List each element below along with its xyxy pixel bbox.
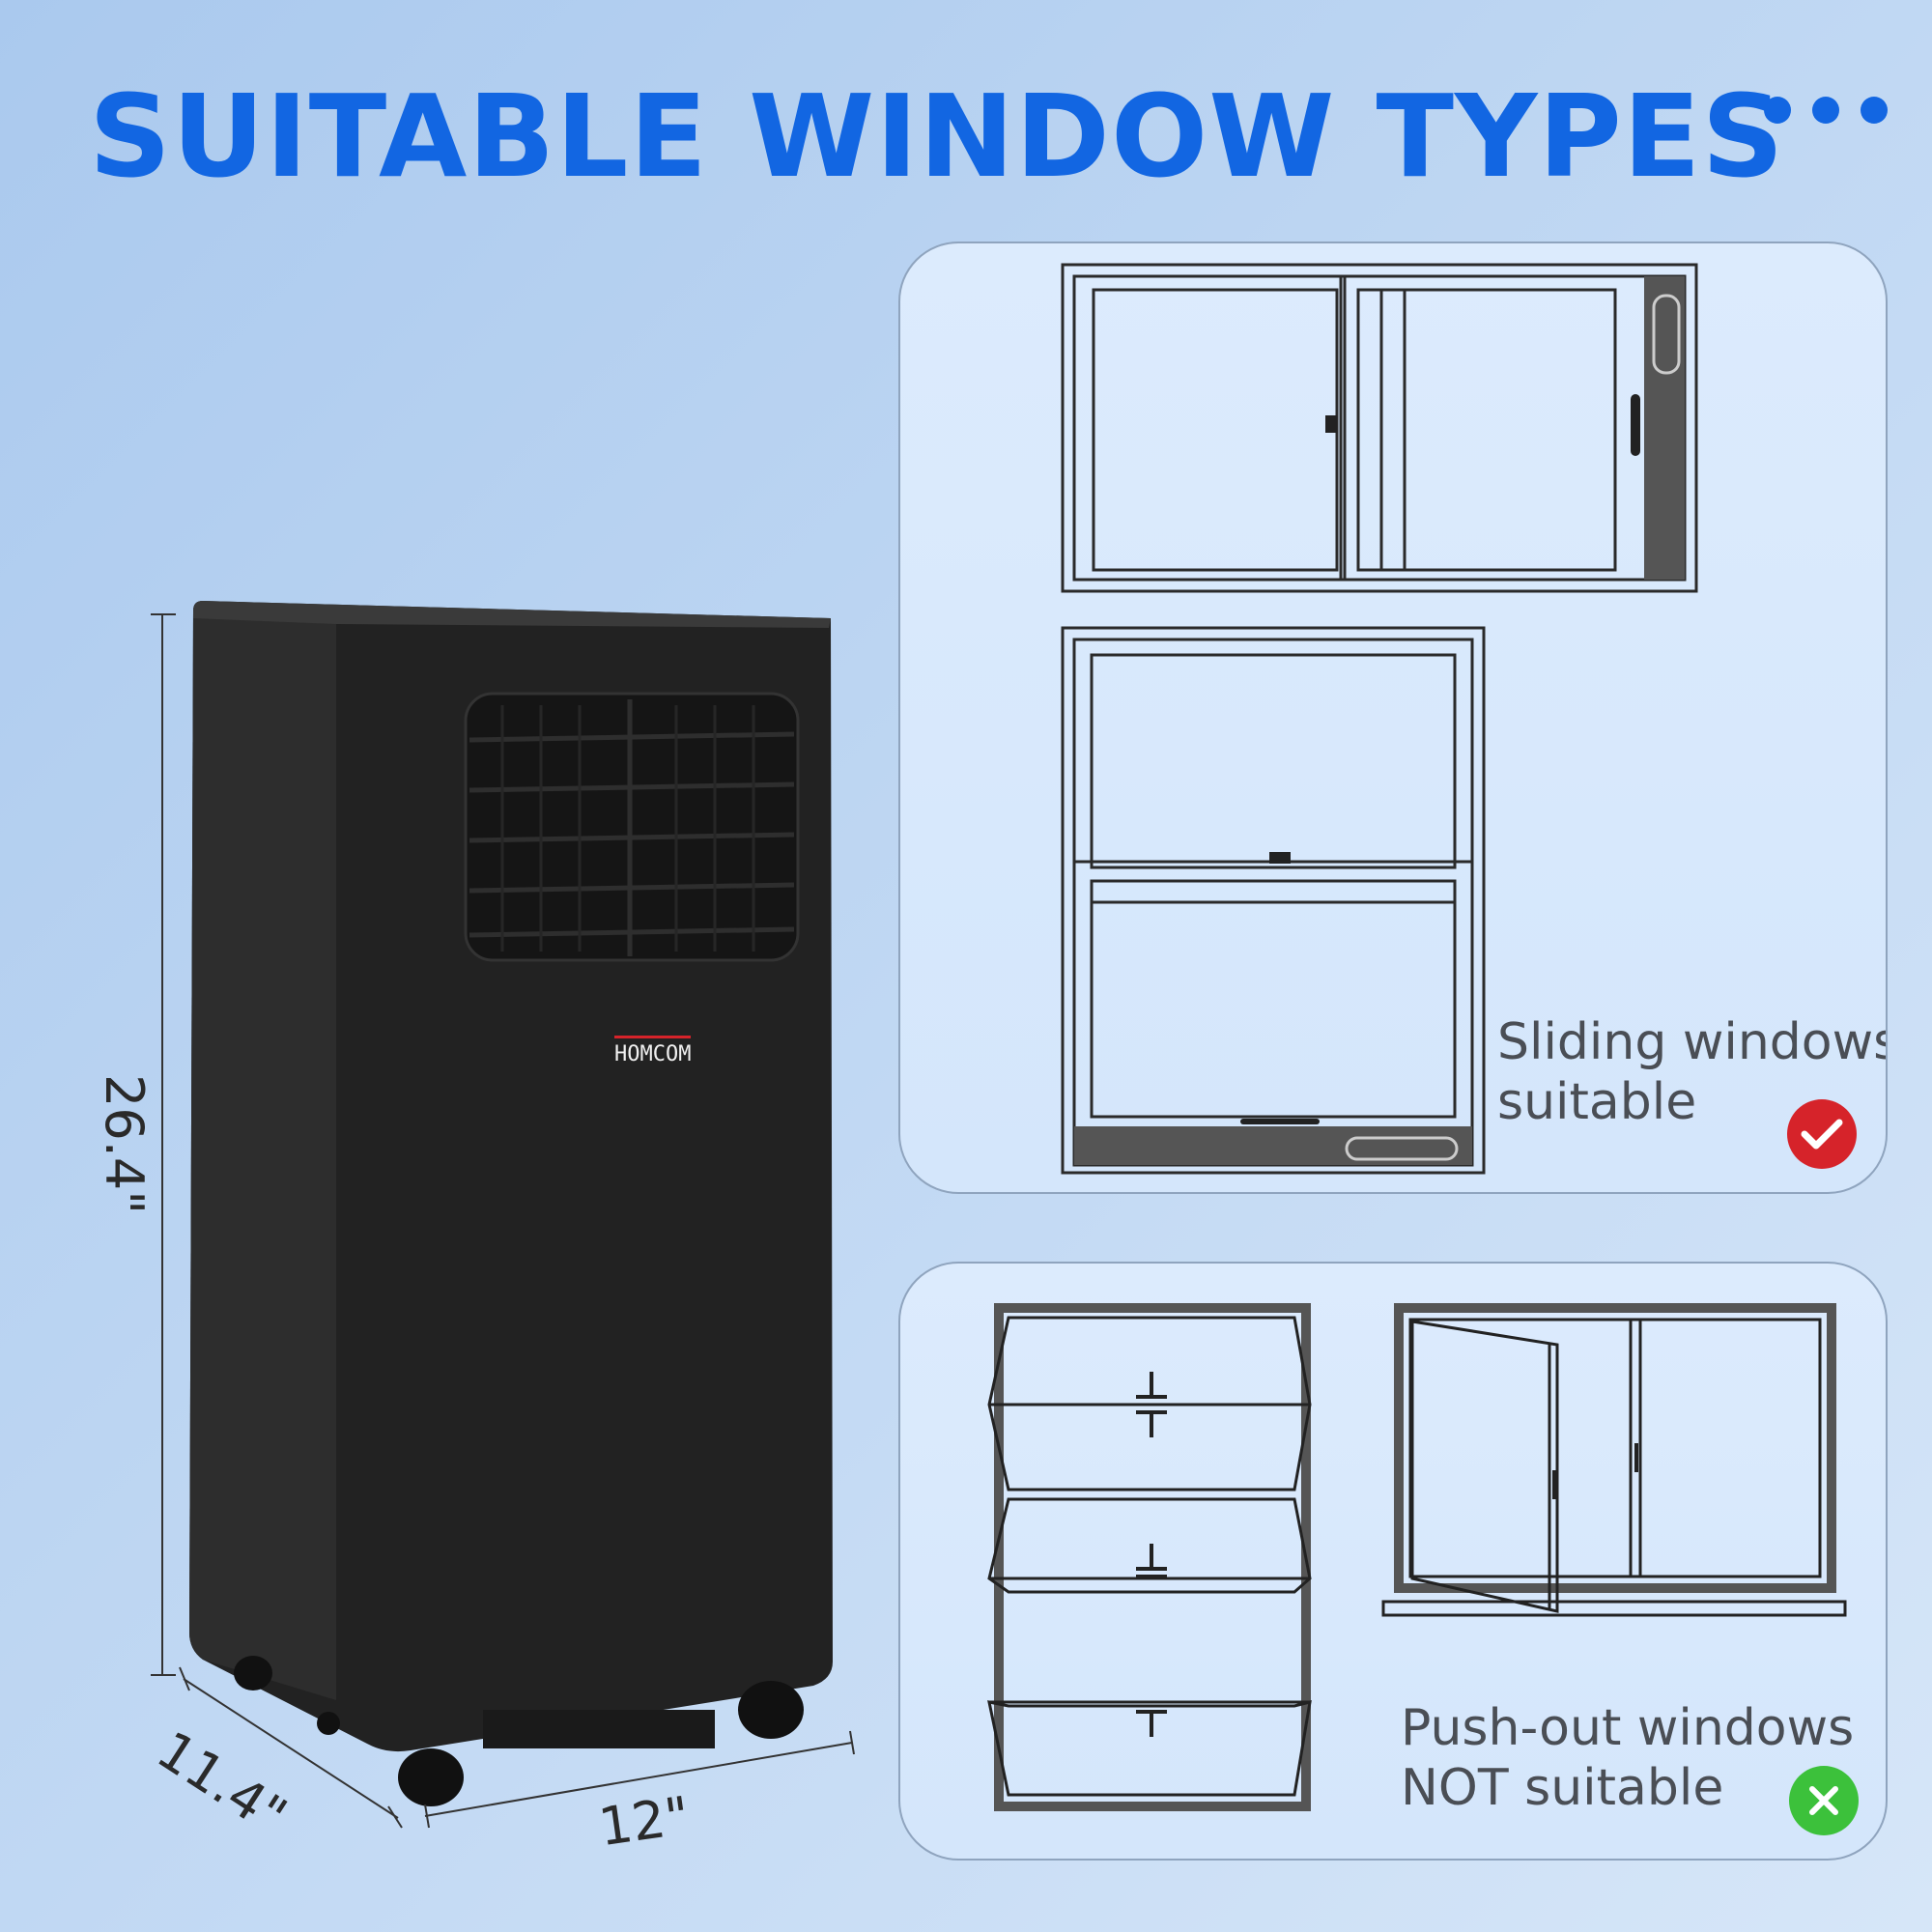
checkmark-icon [1787,1099,1857,1169]
suitable-caption-line1: Sliding windows [1497,1013,1888,1071]
suitable-caption-line2: suitable [1497,1073,1697,1132]
page-title: SUITABLE WINDOW TYPES [89,70,1785,203]
push-out-window-illustration [987,1303,1847,1811]
ellipsis-icon[interactable] [1764,97,1889,126]
sliding-window-illustration [1061,263,1698,1175]
push-out-windows-panel: Push-out windows NOT suitable [898,1262,1888,1861]
sliding-windows-panel: Sliding windows suitable [898,242,1888,1194]
brand-logo: HOMCOM [614,1036,692,1066]
dimension-width-label: 12" [595,1784,694,1859]
product-image: HOMCOM 26.4" 11.4" 12" [0,0,869,1932]
not-suitable-caption-line2: NOT suitable [1401,1759,1724,1818]
not-suitable-caption-line1: Push-out windows [1401,1699,1855,1757]
dimension-height-label: 26.4" [94,1074,155,1215]
close-icon [1789,1766,1859,1835]
